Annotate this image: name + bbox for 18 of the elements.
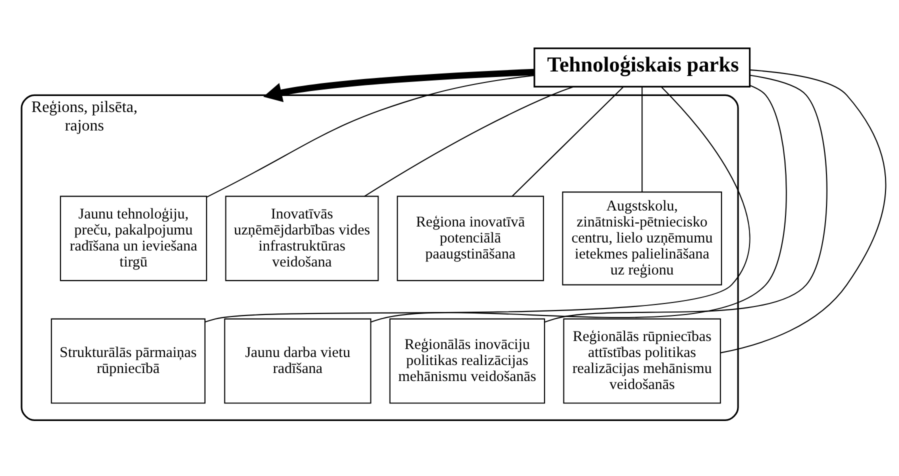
node-box: Jaunu darba vietu radīšana <box>224 318 372 404</box>
connector <box>364 86 574 196</box>
connector <box>642 86 643 192</box>
arrow <box>263 68 534 102</box>
node-box: Reģionālās inovāciju politikas realizācijas mehānismu veidošanās <box>389 318 546 404</box>
connector <box>720 68 886 353</box>
node-box: Jaunu tehnoloģiju, preču, pakalpojumu radīšana un ieviešana tirgū <box>60 195 208 281</box>
connector <box>206 74 534 198</box>
node-box: Tehnoloģiskais parks <box>534 46 751 87</box>
node-box: Reģiona inovatīvā potenciālā paaugstināšana <box>396 195 544 281</box>
connector <box>205 86 750 322</box>
node-box: Strukturālās pārmaiņas rūpniecībā <box>50 318 206 404</box>
node-box: Augstskolu, zinātniski-pētniecisko centru, lielo uzņēmumu ietekmes palielināšana uz reģionu <box>562 191 722 285</box>
node-box: Inovatīvās uzņēmējdarbības vides infrastruktūras veidošana <box>225 195 379 281</box>
connector <box>370 84 787 322</box>
connector <box>544 74 828 322</box>
node-box: Reģionālās rūpniecības attīstības politikas realizācijas mehānismu veidošanās <box>563 318 721 404</box>
connector <box>512 86 624 196</box>
